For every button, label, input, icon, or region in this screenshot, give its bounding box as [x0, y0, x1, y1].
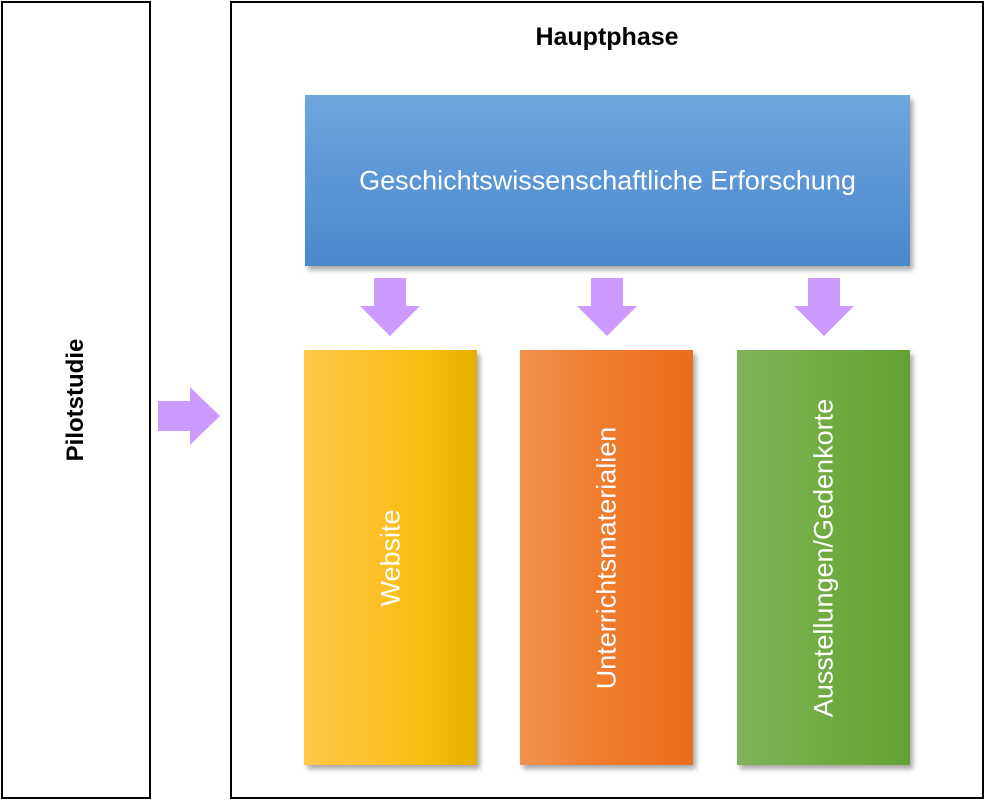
- teaching-materials-box: Unterrichtsmaterialien: [520, 350, 693, 765]
- pilot-study-panel: Pilotstudie: [1, 1, 151, 799]
- website-box: Website: [304, 350, 477, 765]
- down-arrow-icon: [360, 278, 420, 336]
- research-box: Geschichtswissenschaftliche Erforschung: [305, 95, 910, 266]
- exhibitions-box: Ausstellungen/Gedenkorte: [737, 350, 910, 765]
- right-arrow-icon: [158, 387, 220, 445]
- main-phase-title: Hauptphase: [535, 23, 679, 51]
- research-label: Geschichtswissenschaftliche Erforschung: [359, 165, 856, 195]
- teaching-materials-label: Unterrichtsmaterialien: [591, 426, 621, 689]
- pilot-study-label: Pilotstudie: [62, 338, 89, 462]
- website-label: Website: [375, 508, 405, 607]
- exhibitions-label: Ausstellungen/Gedenkorte: [808, 398, 838, 717]
- down-arrow-icon: [794, 278, 854, 336]
- down-arrow-icon: [577, 278, 637, 336]
